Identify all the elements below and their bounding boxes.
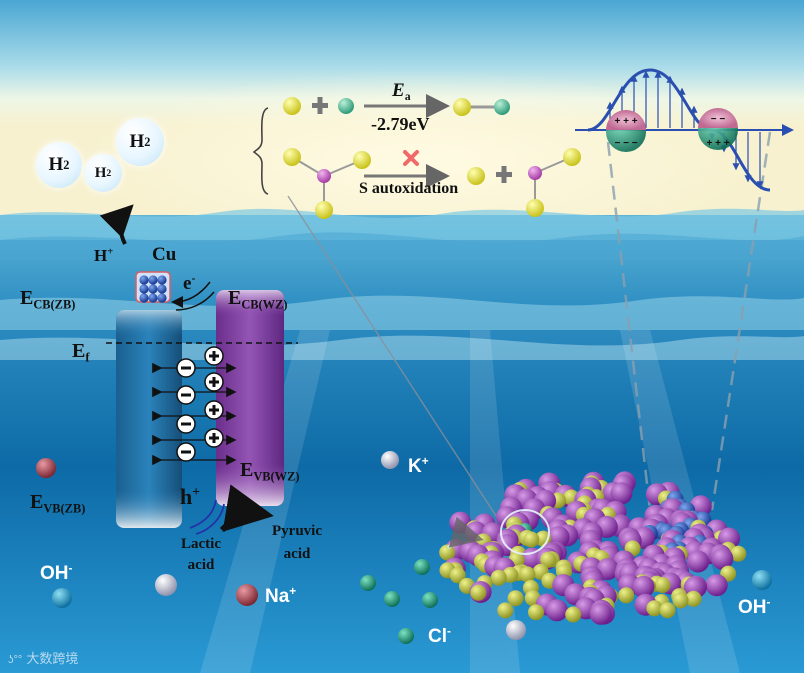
svg-text:+ + +: + + + xyxy=(614,116,637,127)
nanoparticle-atom xyxy=(706,574,728,596)
plus-charge xyxy=(205,429,223,447)
nanoparticle-atom xyxy=(508,590,524,606)
nanoparticle-atom xyxy=(523,532,539,548)
nanoparticle-atom xyxy=(519,566,535,582)
nanoparticle-atom xyxy=(565,607,581,623)
minus-charge xyxy=(177,359,195,377)
minus-charge xyxy=(177,386,195,404)
pyruvic-acid-label: Pyruvic acid xyxy=(272,520,322,566)
na-ion-label: Na+ xyxy=(265,585,296,608)
hole-label: h+ xyxy=(180,484,200,510)
nanoparticle-atom xyxy=(528,604,544,620)
nanoparticle-atom xyxy=(687,551,709,573)
oh-ion-label-right: OH- xyxy=(738,596,770,619)
plus-charge xyxy=(205,347,223,365)
watermark-logo-icon: ʖ°° xyxy=(8,654,22,666)
cu-cluster xyxy=(136,272,170,303)
fermi-level-label: Ef xyxy=(72,340,89,365)
oh-ion-label-left: OH- xyxy=(40,562,72,585)
k-ion-label: K+ xyxy=(408,455,429,478)
svg-text:+ + +: + + + xyxy=(706,138,729,149)
plus-charge xyxy=(205,401,223,419)
nanoparticle-atom xyxy=(497,602,513,618)
electron-label: e- xyxy=(183,272,195,295)
nanoparticle-atom xyxy=(590,603,612,625)
svg-text:− − −: − − − xyxy=(614,138,637,149)
nanoparticle-atom xyxy=(618,587,634,603)
svg-text:− −: − − xyxy=(711,114,726,125)
cu-label: Cu xyxy=(152,244,176,266)
cl-ion-label: Cl- xyxy=(428,625,451,648)
minus-charge xyxy=(177,443,195,461)
nanoparticle-atom xyxy=(655,577,671,593)
ecb-zb-label: ECB(ZB) xyxy=(20,287,75,312)
nanoparticle-atom xyxy=(546,599,568,621)
evb-wz-label: EVB(WZ) xyxy=(240,459,299,484)
watermark: ʖ°°大数跨境 xyxy=(8,648,78,667)
plus-charge xyxy=(205,373,223,391)
h-plus-label: H+ xyxy=(94,246,113,266)
nanoparticle-atom xyxy=(673,592,689,608)
nanoparticle-atom xyxy=(470,585,486,601)
energy-value-label: -2.79eV xyxy=(371,114,429,135)
nanoparticle-atom xyxy=(491,570,507,586)
ecb-wz-label: ECB(WZ) xyxy=(228,287,287,312)
lactic-acid-label: Lactic acid xyxy=(181,534,221,576)
nanoparticle-atom xyxy=(660,602,676,618)
s-autoxidation-label: S autoxidation xyxy=(359,180,458,198)
evb-zb-label: EVB(ZB) xyxy=(30,491,85,516)
minus-charge xyxy=(177,415,195,433)
activation-energy-label: Ea xyxy=(392,80,411,104)
